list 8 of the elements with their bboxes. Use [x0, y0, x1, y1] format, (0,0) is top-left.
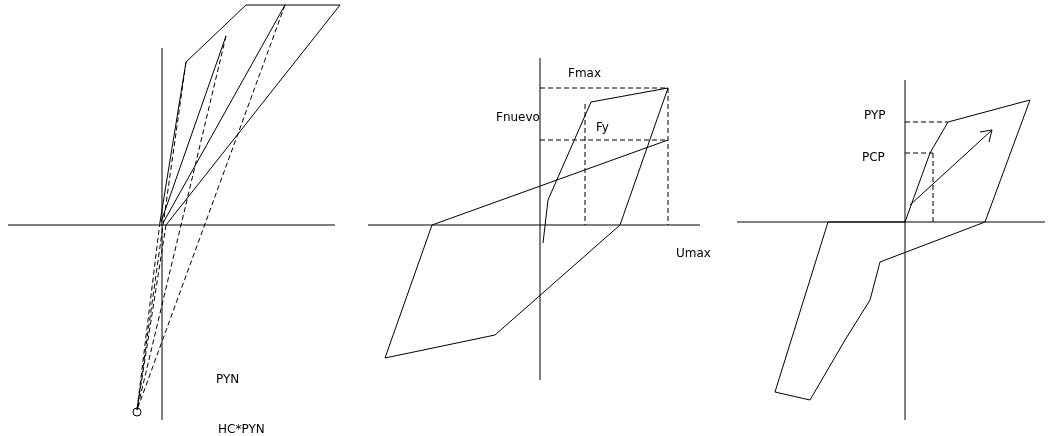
axis-label: PCP [862, 150, 885, 164]
axis-label: PYP [864, 108, 886, 122]
axis-label: Fy [596, 120, 609, 134]
axis-label: Fmax [568, 66, 602, 80]
axis-label: Umax [676, 246, 711, 260]
axis-label: Fnuevo [496, 110, 540, 124]
axis-label: PYN [216, 372, 240, 386]
axis-label: HC*PYN [218, 422, 265, 436]
